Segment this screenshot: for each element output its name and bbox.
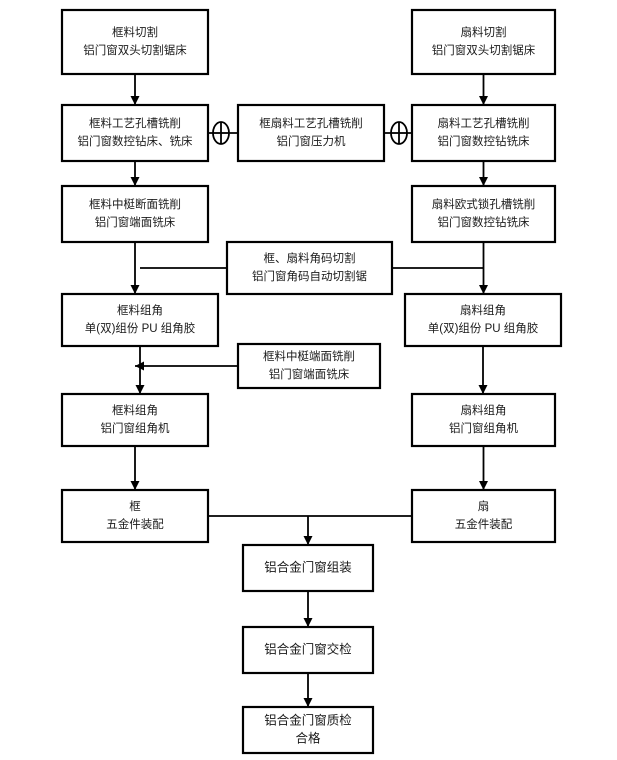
arrowhead-down — [479, 177, 488, 186]
node-box[interactable] — [225, 240, 394, 296]
node-label: 扇料工艺孔槽铣削 — [438, 116, 530, 130]
node-box[interactable] — [241, 625, 375, 675]
arrowhead-down — [303, 536, 313, 545]
node-label: 铝门窗组角机 — [101, 421, 170, 435]
node-label: 铝门窗数控钻床、铣床 — [78, 134, 193, 148]
node-label: 框 — [129, 499, 141, 513]
arrowhead-down — [303, 698, 313, 707]
arrowhead-down — [130, 96, 140, 105]
arrowhead-down — [479, 481, 488, 490]
node-label: 框料中梃断面铣削 — [89, 197, 181, 211]
node-box[interactable] — [410, 392, 557, 448]
arrowhead-down — [130, 481, 140, 490]
node-box[interactable] — [60, 184, 210, 244]
connector-layer — [212, 121, 408, 145]
node-label: 框料组角 — [117, 303, 163, 317]
node-label: 扇 — [478, 499, 490, 513]
node-label: 扇料欧式锁孔槽铣削 — [432, 197, 536, 211]
arrowhead-down — [130, 177, 140, 186]
node-label: 铝门窗双头切割锯床 — [83, 43, 187, 57]
node-box[interactable] — [60, 392, 210, 448]
node-label: 铝门窗端面铣床 — [269, 367, 350, 381]
arrowhead-left — [135, 361, 144, 371]
node-box[interactable] — [236, 103, 386, 163]
node-label: 扇料切割 — [461, 25, 507, 39]
node-box[interactable] — [410, 184, 557, 244]
node-box[interactable] — [410, 488, 557, 544]
node-box[interactable] — [60, 292, 220, 348]
node-box[interactable] — [60, 103, 210, 163]
crossed-circle-connector-right — [390, 121, 408, 145]
node-label: 框料中梃端面铣削 — [263, 349, 355, 363]
node-label: 铝门窗组角机 — [449, 421, 518, 435]
node-box[interactable] — [241, 705, 375, 755]
arrowhead-down — [478, 385, 488, 394]
flow-node-window-assembly[interactable]: 铝合金门窗组装 — [241, 543, 375, 593]
node-label: 铝门窗角码自动切割锯 — [252, 269, 367, 283]
node-label: 铝门窗端面铣床 — [95, 215, 176, 229]
arrowhead-down — [479, 285, 488, 294]
node-label: 框、扇料角码切割 — [264, 251, 356, 265]
arrowhead-down — [135, 385, 145, 394]
node-label: 合格 — [295, 730, 321, 745]
arrowhead-down — [479, 96, 488, 105]
node-layer: 框料切割铝门窗双头切割锯床扇料切割铝门窗双头切割锯床框料工艺孔槽铣削铝门窗数控钻… — [60, 8, 563, 755]
node-label: 单(双)组份 PU 组角胶 — [85, 321, 196, 335]
node-label: 铝门窗压力机 — [277, 134, 346, 148]
arrowhead-down — [303, 618, 313, 627]
flow-node-window-delivery-check[interactable]: 铝合金门窗交检 — [241, 625, 375, 675]
node-label: 框料切割 — [112, 25, 158, 39]
edge-layer — [130, 74, 488, 707]
node-label: 单(双)组份 PU 组角胶 — [428, 321, 539, 335]
node-box[interactable] — [241, 543, 375, 593]
node-box[interactable] — [60, 488, 210, 544]
node-label: 框料工艺孔槽铣削 — [89, 116, 181, 130]
node-label: 铝门窗双头切割锯床 — [432, 43, 536, 57]
node-label: 五金件装配 — [455, 517, 513, 531]
node-label: 铝合金门窗交检 — [264, 641, 352, 656]
crossed-circle-connector-left — [212, 121, 230, 145]
node-label: 铝合金门窗质检 — [264, 712, 352, 727]
node-label: 五金件装配 — [106, 517, 164, 531]
node-box[interactable] — [410, 103, 557, 163]
arrowhead-down — [130, 285, 140, 294]
node-box[interactable] — [236, 342, 382, 390]
node-box[interactable] — [410, 8, 557, 76]
node-box[interactable] — [60, 8, 210, 76]
node-label: 铝门窗数控钻铣床 — [438, 134, 530, 148]
node-label: 扇料组角 — [460, 303, 506, 317]
node-label: 框料组角 — [112, 403, 158, 417]
node-label: 框扇料工艺孔槽铣削 — [259, 116, 363, 130]
node-box[interactable] — [403, 292, 563, 348]
node-label: 扇料组角 — [461, 403, 507, 417]
node-label: 铝合金门窗组装 — [264, 559, 352, 574]
node-label: 铝门窗数控钻铣床 — [438, 215, 530, 229]
